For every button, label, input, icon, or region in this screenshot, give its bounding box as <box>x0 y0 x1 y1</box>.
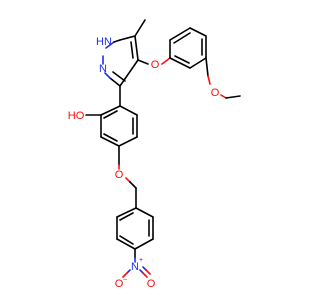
bond <box>116 207 137 218</box>
bond <box>109 77 121 87</box>
bond <box>119 59 139 87</box>
bond <box>134 238 154 250</box>
bond <box>119 235 134 245</box>
structure-drawing: HN N O O HO O N + O − O <box>68 19 241 290</box>
nitro-oxygen-left-label: O <box>115 278 124 290</box>
nitro-oxygen-right-label: O <box>147 278 156 290</box>
bond <box>103 110 118 119</box>
bond <box>142 272 148 278</box>
bond <box>125 177 131 183</box>
bond <box>161 57 171 65</box>
bond <box>119 35 136 41</box>
bond <box>145 269 151 275</box>
phenol-ring <box>100 105 138 147</box>
hydroxyl-label: HO <box>68 110 85 122</box>
bond <box>112 71 126 82</box>
bond <box>100 105 121 116</box>
pyrazole-ring <box>102 35 139 87</box>
bond <box>129 181 137 189</box>
bond <box>100 136 120 147</box>
bond <box>207 75 211 85</box>
nh-label: HN <box>96 36 112 48</box>
molecule-canvas: HN N O O HO O N + O − O <box>68 19 241 290</box>
nitro-nitrogen-label: N <box>131 261 139 273</box>
bond <box>104 72 111 79</box>
bond <box>113 39 121 43</box>
bond <box>173 32 191 44</box>
methyl-bond <box>134 19 146 37</box>
bond <box>116 238 136 250</box>
bond <box>130 41 134 59</box>
bond <box>105 41 115 49</box>
methoxy-oxygen-label: O <box>211 87 220 99</box>
bond <box>103 133 118 142</box>
bond <box>225 95 241 99</box>
nitrophenyl-ring <box>116 207 154 250</box>
bond <box>137 59 149 65</box>
bond <box>174 55 190 64</box>
bond <box>220 94 227 99</box>
bond <box>119 105 138 116</box>
nitro-nitrogen-charge: + <box>139 257 143 264</box>
bond <box>135 207 154 218</box>
bond <box>134 35 139 61</box>
methoxyphenyl-ring <box>169 27 207 69</box>
bond <box>205 57 209 77</box>
aryl-ether-oxygen-label: O <box>151 59 160 71</box>
benzyl-ether-oxygen-label: O <box>115 169 124 181</box>
bond <box>189 57 207 69</box>
bond <box>169 57 191 69</box>
pyrazole-n-label: N <box>99 63 107 75</box>
bond <box>189 27 207 37</box>
nitro-oxygen-left-charge: − <box>123 277 127 284</box>
bond <box>119 212 134 221</box>
bond <box>122 272 128 278</box>
bond <box>118 136 138 147</box>
bond <box>169 27 191 41</box>
